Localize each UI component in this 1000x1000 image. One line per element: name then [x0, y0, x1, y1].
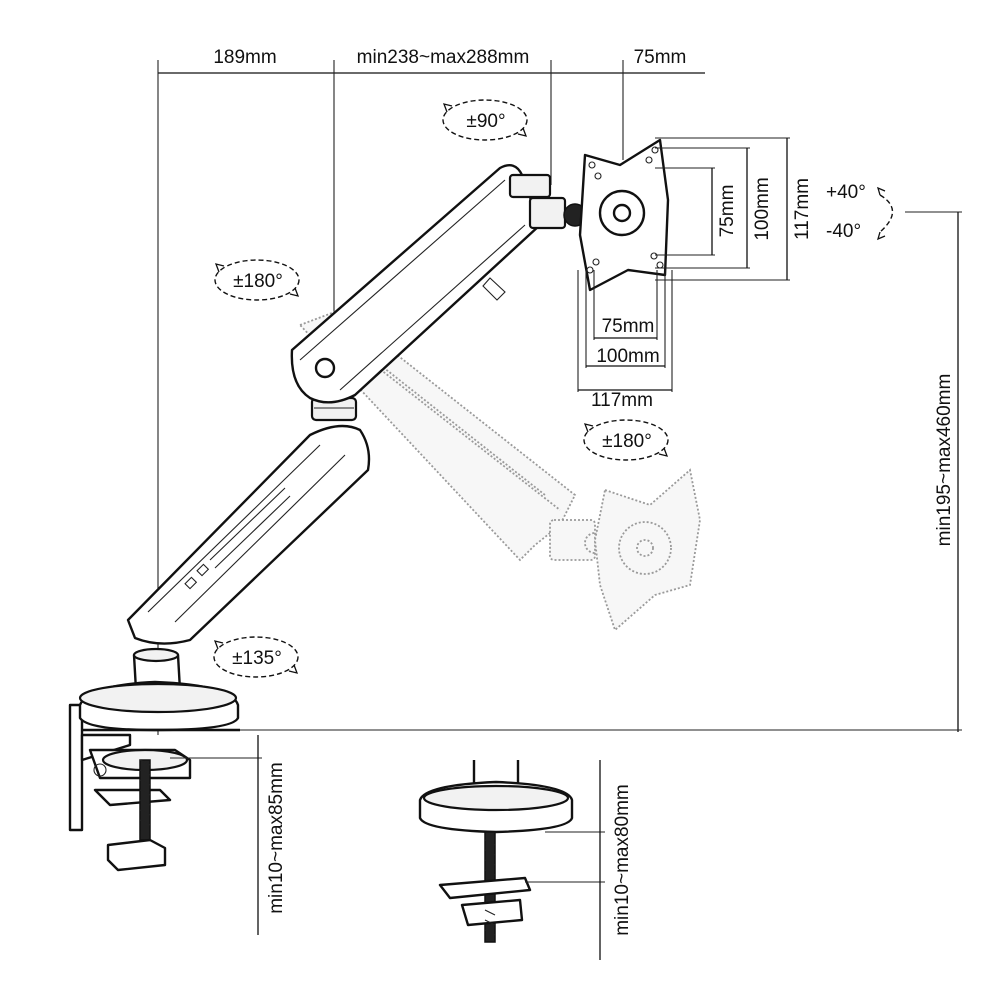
vesa-horizontal-75-label: 75mm	[602, 316, 655, 337]
grommet-mount	[418, 760, 574, 943]
base-rotation	[213, 636, 299, 678]
vesa-horizontal-100-label: 100mm	[596, 346, 659, 367]
base-rotation-label: ±135°	[232, 648, 282, 669]
vesa-vertical-dimensions	[655, 137, 790, 281]
vesa-vertical-75-label: 75mm	[717, 185, 738, 238]
pole	[132, 647, 182, 692]
grommet-dimension	[525, 760, 605, 960]
elbow-rotation	[583, 419, 669, 461]
vesa-offset-label: 75mm	[634, 47, 687, 68]
vesa-vertical-117-label: 117mm	[792, 178, 813, 240]
head-swivel-rotation	[442, 99, 528, 141]
clamp-dimension	[170, 735, 262, 935]
arm-length-label: min238~max288mm	[357, 47, 530, 68]
elbow-label: ±180°	[602, 431, 652, 452]
head-swivel-label: ±90°	[466, 111, 505, 132]
head-joint	[508, 173, 587, 230]
grommet-range-label: min10~max80mm	[612, 784, 633, 936]
desk-clamp	[68, 680, 240, 872]
base-offset-label: 189mm	[213, 47, 276, 68]
tilt-down-label: -40°	[826, 221, 861, 242]
upper-joint-label: ±180°	[233, 271, 283, 292]
height-dimension	[230, 211, 962, 732]
vesa-vertical-100-label: 100mm	[752, 177, 773, 240]
tilt-up-label: +40°	[826, 182, 866, 203]
vesa-plate	[578, 138, 670, 292]
vesa-horizontal-117-label: 117mm	[591, 390, 653, 411]
tilt-rotation	[876, 186, 894, 241]
clamp-range-label: min10~max85mm	[266, 762, 287, 914]
upper-joint-rotation	[214, 259, 300, 301]
upper-arm	[290, 164, 542, 404]
height-range-label: min195~max460mm	[934, 374, 955, 547]
vesa-horizontal-dimensions	[577, 270, 673, 392]
lower-arm	[126, 424, 371, 645]
